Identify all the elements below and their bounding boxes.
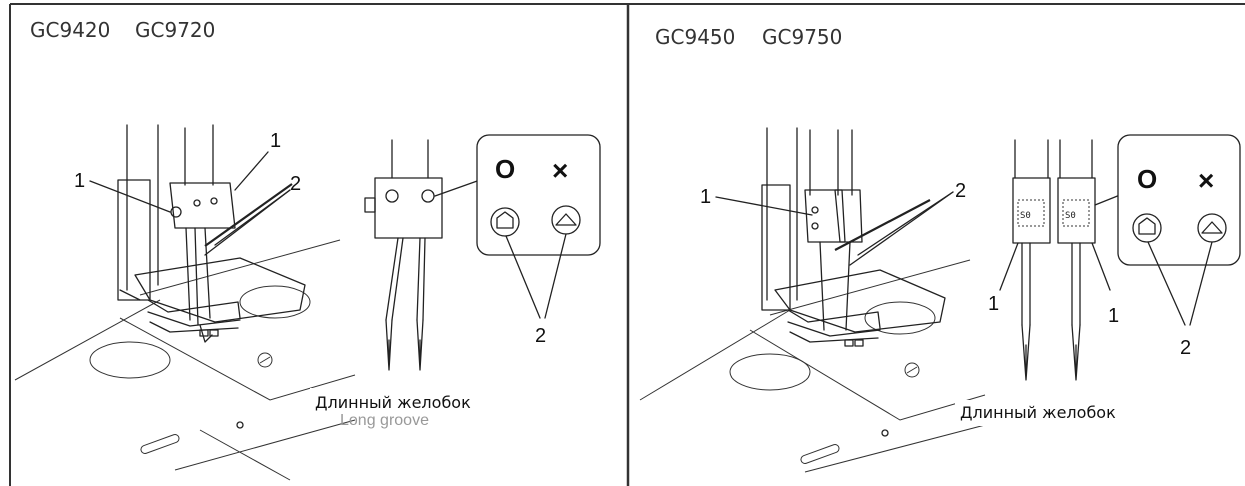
left-set-screw bbox=[170, 206, 182, 218]
left-ghost-caption: Long groove bbox=[340, 412, 429, 429]
right-hole-callout: 2 bbox=[1147, 241, 1213, 359]
left-caption: Длинный желобок bbox=[315, 393, 471, 412]
left-presser-assembly bbox=[117, 124, 306, 343]
right-callout-holes: 2 bbox=[1180, 337, 1191, 359]
right-panel: GC9450 GC9750 bbox=[639, 25, 1241, 473]
frame bbox=[9, 3, 1245, 486]
right-callout-needles: 2 bbox=[955, 180, 966, 202]
left-panel: GC9420 GC9720 bbox=[14, 18, 601, 481]
left-machine-bed bbox=[14, 239, 356, 481]
left-model-b: GC9720 bbox=[135, 18, 215, 42]
left-callout-holes: 2 bbox=[535, 325, 546, 347]
right-callout-left-clamp: 1 bbox=[988, 293, 999, 315]
right-caption: Длинный желобок bbox=[960, 403, 1116, 422]
right-ng-mark: × bbox=[1198, 165, 1214, 196]
left-needle-clamp-detail bbox=[364, 139, 481, 371]
right-clamp-callouts: 1 1 bbox=[988, 293, 1119, 327]
left-hole-callout: 2 bbox=[505, 233, 567, 347]
right-needle-clamps-detail: S0 S0 bbox=[999, 139, 1121, 381]
left-callout-needles: 2 bbox=[290, 173, 301, 195]
right-presser-assembly bbox=[761, 127, 946, 347]
left-callouts: 1 1 2 bbox=[74, 130, 301, 256]
right-model-b: GC9750 bbox=[762, 25, 842, 49]
right-callout-guide: 1 bbox=[700, 186, 711, 208]
left-ok-mark: O bbox=[495, 154, 515, 184]
left-callout-guide: 1 bbox=[74, 170, 85, 192]
right-callouts: 1 2 bbox=[700, 180, 966, 266]
right-callout-right-clamp: 1 bbox=[1108, 305, 1119, 327]
right-machine-bed bbox=[639, 259, 986, 473]
left-model-a: GC9420 bbox=[30, 18, 110, 42]
svg-text:S0: S0 bbox=[1020, 211, 1031, 221]
right-model-a: GC9450 bbox=[655, 25, 735, 49]
svg-text:S0: S0 bbox=[1065, 211, 1076, 221]
left-callout-screw: 1 bbox=[270, 130, 281, 152]
left-ok-ng-box: O × bbox=[476, 134, 601, 256]
right-ok-ng-box: O × bbox=[1117, 134, 1241, 266]
right-ok-mark: O bbox=[1137, 164, 1157, 194]
left-ng-mark: × bbox=[552, 155, 568, 186]
